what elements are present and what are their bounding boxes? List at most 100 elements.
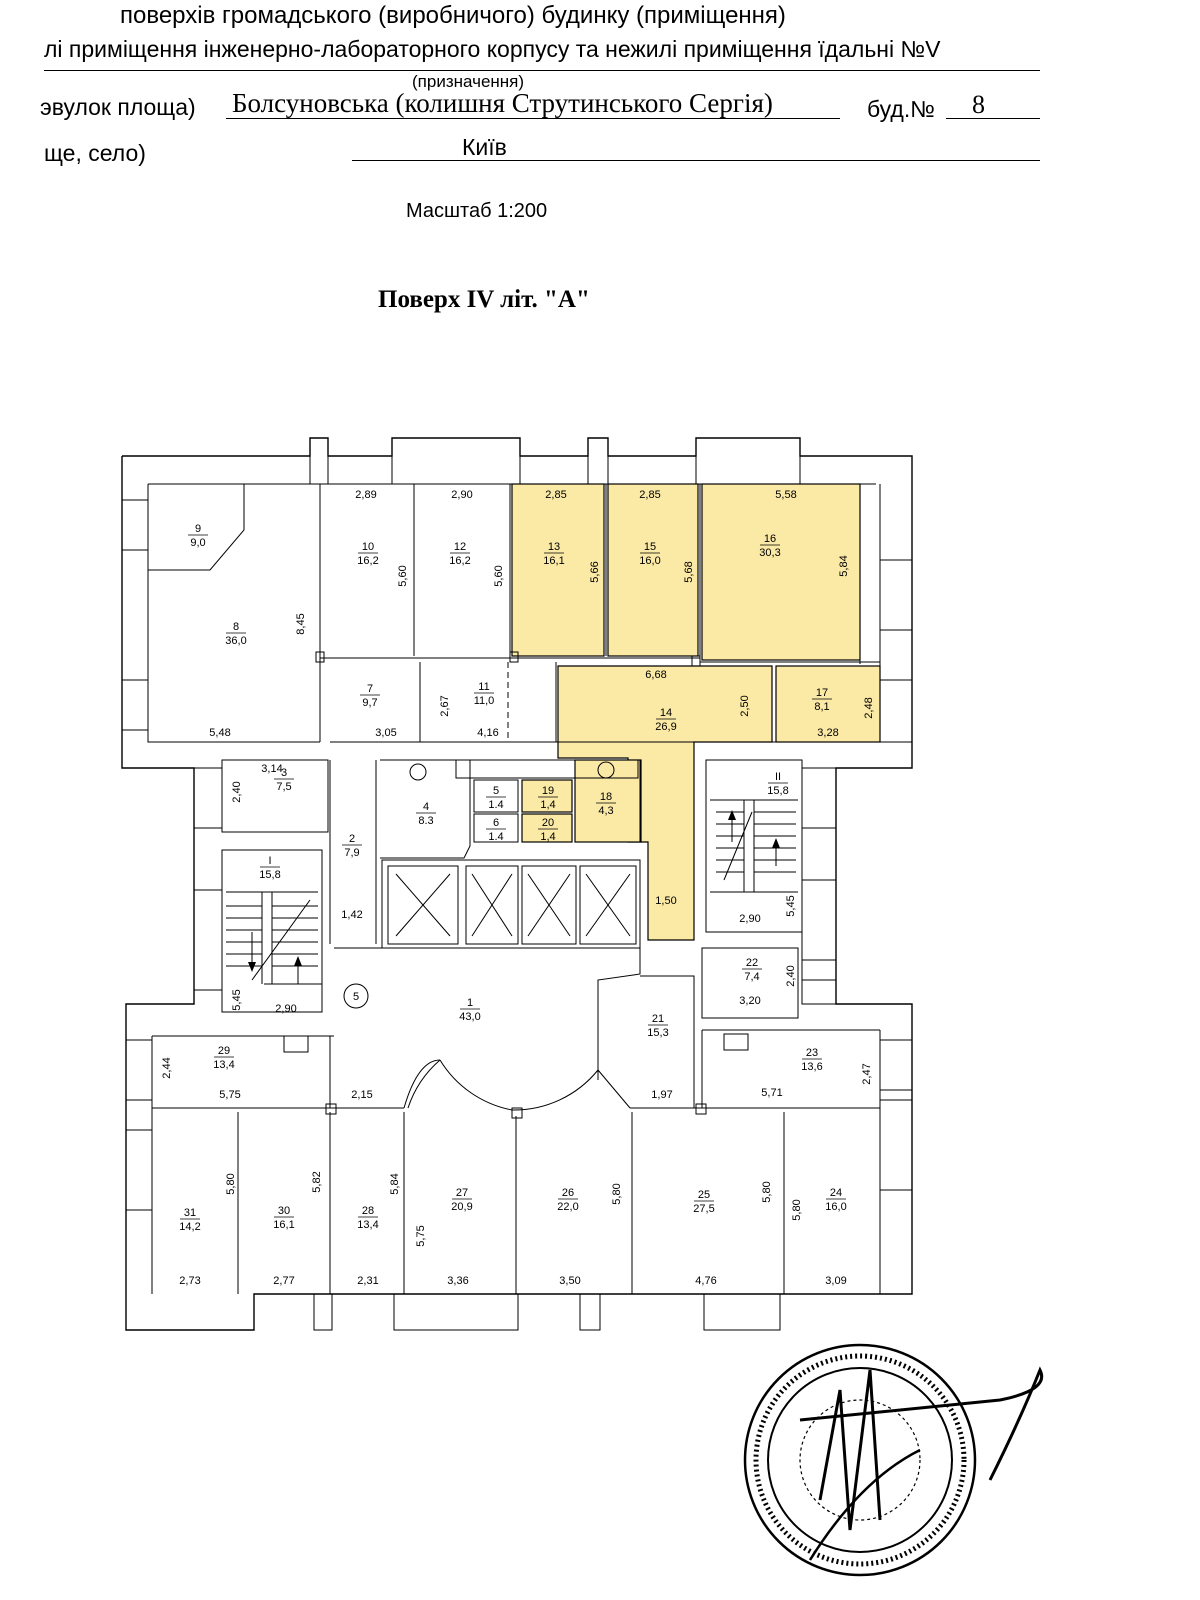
- room-number: 7: [367, 683, 373, 695]
- dimension-label: 3,36: [447, 1275, 468, 1287]
- room-number: 19: [542, 785, 554, 797]
- dimension-label: 1,42: [341, 909, 362, 921]
- room-area: 16,1: [543, 555, 564, 567]
- room-area: 30,3: [759, 547, 780, 559]
- room-number: 10: [362, 541, 374, 553]
- dimension-label: 5,80: [761, 1181, 773, 1202]
- dimension-label: 5,80: [225, 1173, 237, 1194]
- room-number: 23: [806, 1047, 818, 1059]
- axis-marker-circle: [343, 983, 369, 1009]
- room-number: 21: [652, 1013, 664, 1025]
- dimension-label: 5,75: [219, 1089, 240, 1101]
- room-number: 14: [660, 707, 672, 719]
- room-number: 5: [493, 785, 499, 797]
- room-area: 14,2: [179, 1221, 200, 1233]
- room-area: 16,2: [357, 555, 378, 567]
- room-number: 26: [562, 1187, 574, 1199]
- room-area: 16,0: [639, 555, 660, 567]
- dimension-label: 5,60: [493, 565, 505, 586]
- dimension-label: 5,80: [611, 1183, 623, 1204]
- dimension-label: 2,73: [179, 1275, 200, 1287]
- room-area: 4,3: [598, 805, 613, 817]
- room-area: 8.3: [418, 815, 433, 827]
- dimension-label: 8,45: [295, 613, 307, 634]
- sink-icon: [409, 763, 427, 781]
- city-underline: [352, 160, 1040, 161]
- dimension-label: 5,45: [785, 895, 797, 916]
- dimension-label: 5,45: [231, 989, 243, 1010]
- street-name: Болсуновська (колишня Струтинського Серг…: [232, 88, 773, 118]
- dimension-label: 2,89: [355, 489, 376, 501]
- staircase-I: [221, 849, 323, 1013]
- room-number: 17: [816, 687, 828, 699]
- dimension-label: 4,76: [695, 1275, 716, 1287]
- room-area: 1,4: [540, 799, 555, 811]
- room-area: 13,6: [801, 1061, 822, 1073]
- dimension-label: 5,58: [775, 489, 796, 501]
- dimension-label: 1,97: [651, 1089, 672, 1101]
- room-number: 11: [478, 681, 489, 693]
- room-number: 22: [746, 957, 758, 969]
- room-area: 9,7: [362, 697, 377, 709]
- room-number: 24: [830, 1187, 842, 1199]
- header-line-1: поверхів громадського (виробничого) буди…: [120, 2, 786, 29]
- room-area: 7,5: [276, 781, 291, 793]
- room-area: 7,4: [744, 971, 759, 983]
- dimension-label: 2,40: [785, 965, 797, 986]
- dimension-label: 3,05: [375, 727, 396, 739]
- room-13-fill: [511, 483, 605, 657]
- building-underline: [946, 118, 1040, 119]
- building-label: буд.№: [867, 96, 935, 122]
- dimension-label: 2,90: [739, 913, 760, 925]
- room-17-fill: [775, 665, 881, 743]
- room-number: 2: [349, 833, 355, 845]
- room-area: 1,4: [540, 831, 555, 843]
- room-15-fill: [607, 483, 699, 657]
- room-area: 13,4: [213, 1059, 234, 1071]
- purpose-underline: [44, 70, 1040, 71]
- dimension-label: 5,84: [838, 555, 850, 576]
- dimension-label: 2,90: [275, 1003, 296, 1015]
- room-area: 8,1: [814, 701, 829, 713]
- room-area: 15,8: [259, 869, 280, 881]
- room-labels: 99,0836,01016,21216,21316,11516,01630,37…: [179, 523, 846, 1233]
- room-area: 16,2: [449, 555, 470, 567]
- city-prefix: ще, село): [44, 140, 146, 166]
- room-area: 1.4: [488, 799, 503, 811]
- staircase-II: [705, 759, 803, 933]
- room-number: 18: [600, 791, 612, 803]
- room-number: 29: [218, 1045, 230, 1057]
- room-area: 27,5: [693, 1203, 714, 1215]
- dimension-label: 5,75: [415, 1225, 427, 1246]
- dimension-label: 2,40: [231, 781, 243, 802]
- dimension-label: 4,16: [477, 727, 498, 739]
- dimension-label: 3,20: [739, 995, 760, 1007]
- dimension-label: 2,50: [739, 695, 751, 716]
- room-number: 6: [493, 817, 499, 829]
- room-area: 16,0: [825, 1201, 846, 1213]
- room-number: 31: [184, 1207, 196, 1219]
- dimension-label: 2,48: [863, 697, 875, 718]
- room-area: 43,0: [459, 1011, 480, 1023]
- highlighted-rooms: [511, 483, 881, 941]
- room-number: 30: [278, 1205, 290, 1217]
- room-number: 13: [548, 541, 560, 553]
- building-number: 8: [972, 90, 985, 119]
- walls: [121, 437, 913, 1331]
- room-area: 16,1: [273, 1219, 294, 1231]
- room-area: 26,9: [655, 721, 676, 733]
- dimension-label: 5,80: [791, 1199, 803, 1220]
- dimension-label: 6,68: [645, 669, 666, 681]
- room-number: 15: [644, 541, 656, 553]
- room-number: 3: [281, 767, 287, 779]
- dimension-label: 2,85: [639, 489, 660, 501]
- room-area: 15,8: [767, 785, 788, 797]
- room-16-fill: [701, 483, 861, 661]
- street-underline: [226, 118, 840, 119]
- dimension-label: 3,14: [261, 763, 282, 775]
- street-prefix: эвулок площа): [40, 94, 196, 120]
- room-number: 27: [456, 1187, 468, 1199]
- room-number: 4: [423, 801, 429, 813]
- room-number: 1: [467, 997, 473, 1009]
